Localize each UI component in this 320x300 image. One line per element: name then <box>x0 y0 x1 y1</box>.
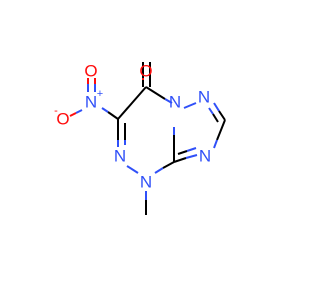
atom-n-ring-bridge: N <box>169 93 181 112</box>
bond-n2-n1 <box>126 165 139 174</box>
bond-layer <box>69 62 226 215</box>
atom-n-triazole-top: N <box>198 88 210 107</box>
bond-nnitro-ominus-red <box>69 112 77 117</box>
atom-n-nitro: N <box>85 93 97 112</box>
bond-c3-nnitro-blue <box>101 107 109 113</box>
bond-nright-c8a-b <box>177 150 188 155</box>
bond-ntop-ch-a-blue <box>213 102 220 112</box>
bond-ch-nright-blue <box>213 139 218 149</box>
atom-o-carbonyl: O <box>139 62 152 81</box>
bond-nright-c8a-a-blue <box>185 154 198 159</box>
atom-n-methyl: N <box>140 173 152 192</box>
charge-o-nitro-minus: - <box>54 105 58 117</box>
bond-n1-c8a-blue <box>154 167 164 174</box>
bond-ntop-ch-b <box>212 113 219 123</box>
atom-o-nitro-top: O <box>84 62 97 81</box>
bond-nnitro-ominus-blue <box>75 109 83 114</box>
bond-c4-c3 <box>117 86 147 120</box>
bond-nright-c8a-b-blue <box>186 147 197 152</box>
molecule-structure: O O N + O - N N N N N <box>54 62 226 215</box>
atom-n-triazole-right: N <box>199 147 211 166</box>
bond-ntop-ch-b-blue <box>208 107 214 115</box>
atom-n-ring-lower-left: N <box>114 147 126 166</box>
bond-c4-nbridge <box>145 86 166 100</box>
bond-ch-nright <box>216 119 226 141</box>
bond-ntop-ch-a <box>218 110 226 121</box>
atom-o-nitro-minus: O <box>56 110 69 129</box>
bond-c4-nbridge-blue <box>164 98 173 104</box>
charge-n-nitro: + <box>97 88 103 100</box>
bond-nright-c8a-a <box>173 157 187 163</box>
atom-label-layer: O O N + O - N N N N N <box>54 62 211 192</box>
bond-c3-nnitro <box>107 111 119 120</box>
bond-nbridge-ntop <box>183 102 197 109</box>
bond-n1-c8a <box>162 161 175 169</box>
